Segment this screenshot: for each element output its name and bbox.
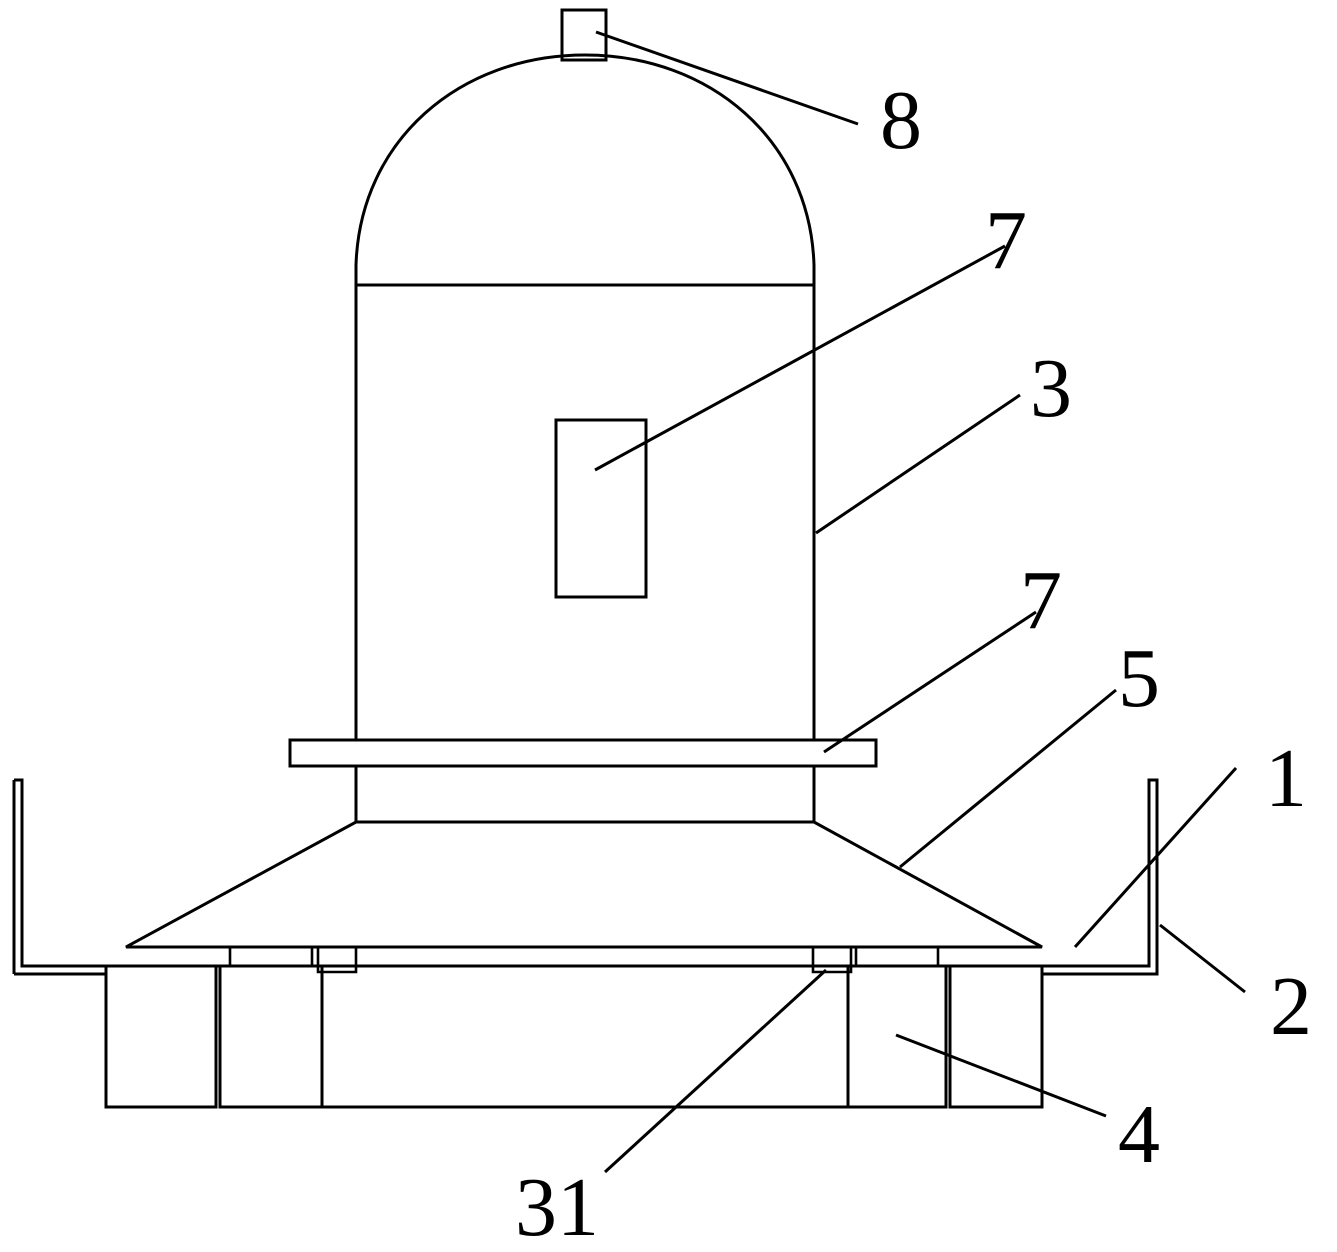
leader-1: [1073, 766, 1238, 949]
leader-4: [895, 1033, 1107, 1118]
dome-cap: [354, 53, 816, 285]
leader-8: [595, 30, 859, 126]
leader-7-top: [594, 244, 1006, 472]
label-2: 2: [1270, 960, 1312, 1053]
label-7-top: 7: [985, 194, 1027, 287]
clip-right: [811, 947, 853, 974]
clip-left: [316, 947, 358, 974]
leader-3: [815, 393, 1021, 535]
foot-3: [846, 964, 948, 1109]
leader-31: [603, 968, 828, 1174]
ring-band: [288, 738, 878, 768]
label-7-bottom: 7: [1020, 554, 1062, 647]
foot-1: [104, 964, 218, 1109]
label-3: 3: [1030, 342, 1072, 435]
label-4: 4: [1118, 1088, 1160, 1181]
leader-5: [899, 688, 1117, 869]
label-5: 5: [1118, 632, 1160, 725]
tray-left-wall: [14, 778, 106, 968]
label-31: 31: [515, 1161, 599, 1252]
foot-2: [218, 964, 324, 1109]
label-8: 8: [880, 74, 922, 167]
label-1: 1: [1265, 732, 1307, 825]
tray-right-wall: [1042, 778, 1159, 976]
foot-4: [948, 964, 1044, 1109]
leader-2: [1159, 923, 1246, 994]
top-nozzle: [560, 8, 608, 62]
leader-7-bottom: [823, 610, 1037, 754]
conical-skirt: [125, 820, 1043, 949]
window-panel: [554, 418, 648, 599]
